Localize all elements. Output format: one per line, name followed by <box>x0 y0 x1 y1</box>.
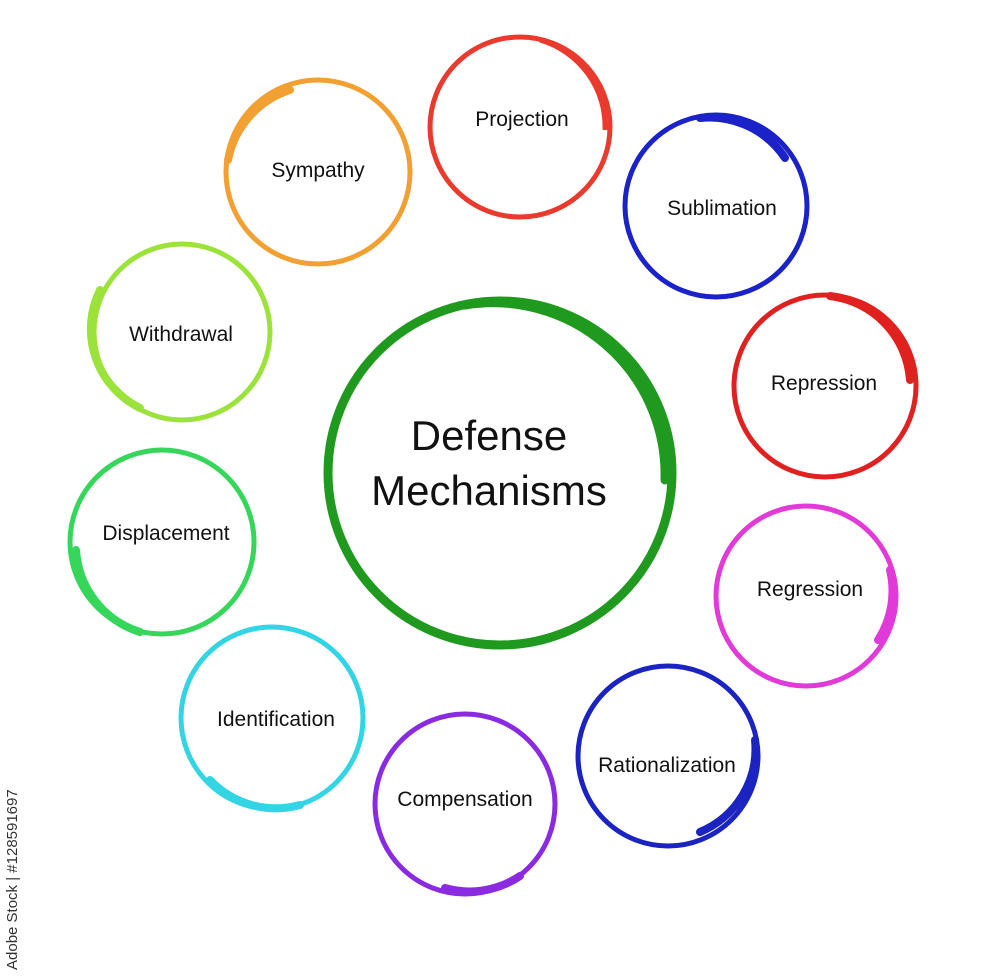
stock-watermark: Adobe Stock | #128591697 <box>4 789 21 970</box>
rationalization-label: Rationalization <box>598 754 736 777</box>
repression-stroke <box>826 292 914 384</box>
node-displacement: Displacement <box>67 447 257 637</box>
node-sympathy: Sympathy <box>223 77 413 267</box>
center-title-line2: Mechanisms <box>371 467 607 514</box>
regression-stroke <box>874 566 897 644</box>
displacement-label: Displacement <box>102 522 229 545</box>
compensation-stroke <box>441 872 524 896</box>
sublimation-stroke <box>696 113 789 162</box>
node-regression: Regression <box>713 503 899 689</box>
compensation-label: Compensation <box>397 788 532 811</box>
repression-label: Repression <box>771 372 877 395</box>
sympathy-stroke <box>224 86 294 164</box>
rationalization-stroke <box>696 736 760 836</box>
identification-stroke <box>206 776 304 813</box>
projection-label: Projection <box>475 108 568 131</box>
displacement-ring <box>67 447 257 637</box>
projection-stroke <box>539 37 608 131</box>
regression-label: Regression <box>757 578 863 601</box>
sympathy-label: Sympathy <box>271 159 365 182</box>
center-title-line1: Defense <box>411 412 567 459</box>
displacement-stroke <box>72 546 144 636</box>
node-sublimation: Sublimation <box>622 112 810 300</box>
node-identification: Identification <box>178 624 366 813</box>
node-withdrawal: Withdrawal <box>86 241 273 423</box>
node-projection: Projection <box>427 34 613 220</box>
center-node: Defense Mechanisms <box>323 296 677 650</box>
node-repression: Repression <box>731 292 919 480</box>
center-stroke <box>460 298 670 485</box>
projection-ring <box>427 34 613 220</box>
sublimation-label: Sublimation <box>667 197 777 220</box>
sympathy-ring <box>223 77 413 267</box>
repression-ring <box>731 292 919 480</box>
node-rationalization: Rationalization <box>575 663 761 849</box>
withdrawal-label: Withdrawal <box>129 323 233 346</box>
node-compensation: Compensation <box>372 711 558 897</box>
withdrawal-stroke <box>86 286 144 412</box>
identification-label: Identification <box>217 708 335 731</box>
